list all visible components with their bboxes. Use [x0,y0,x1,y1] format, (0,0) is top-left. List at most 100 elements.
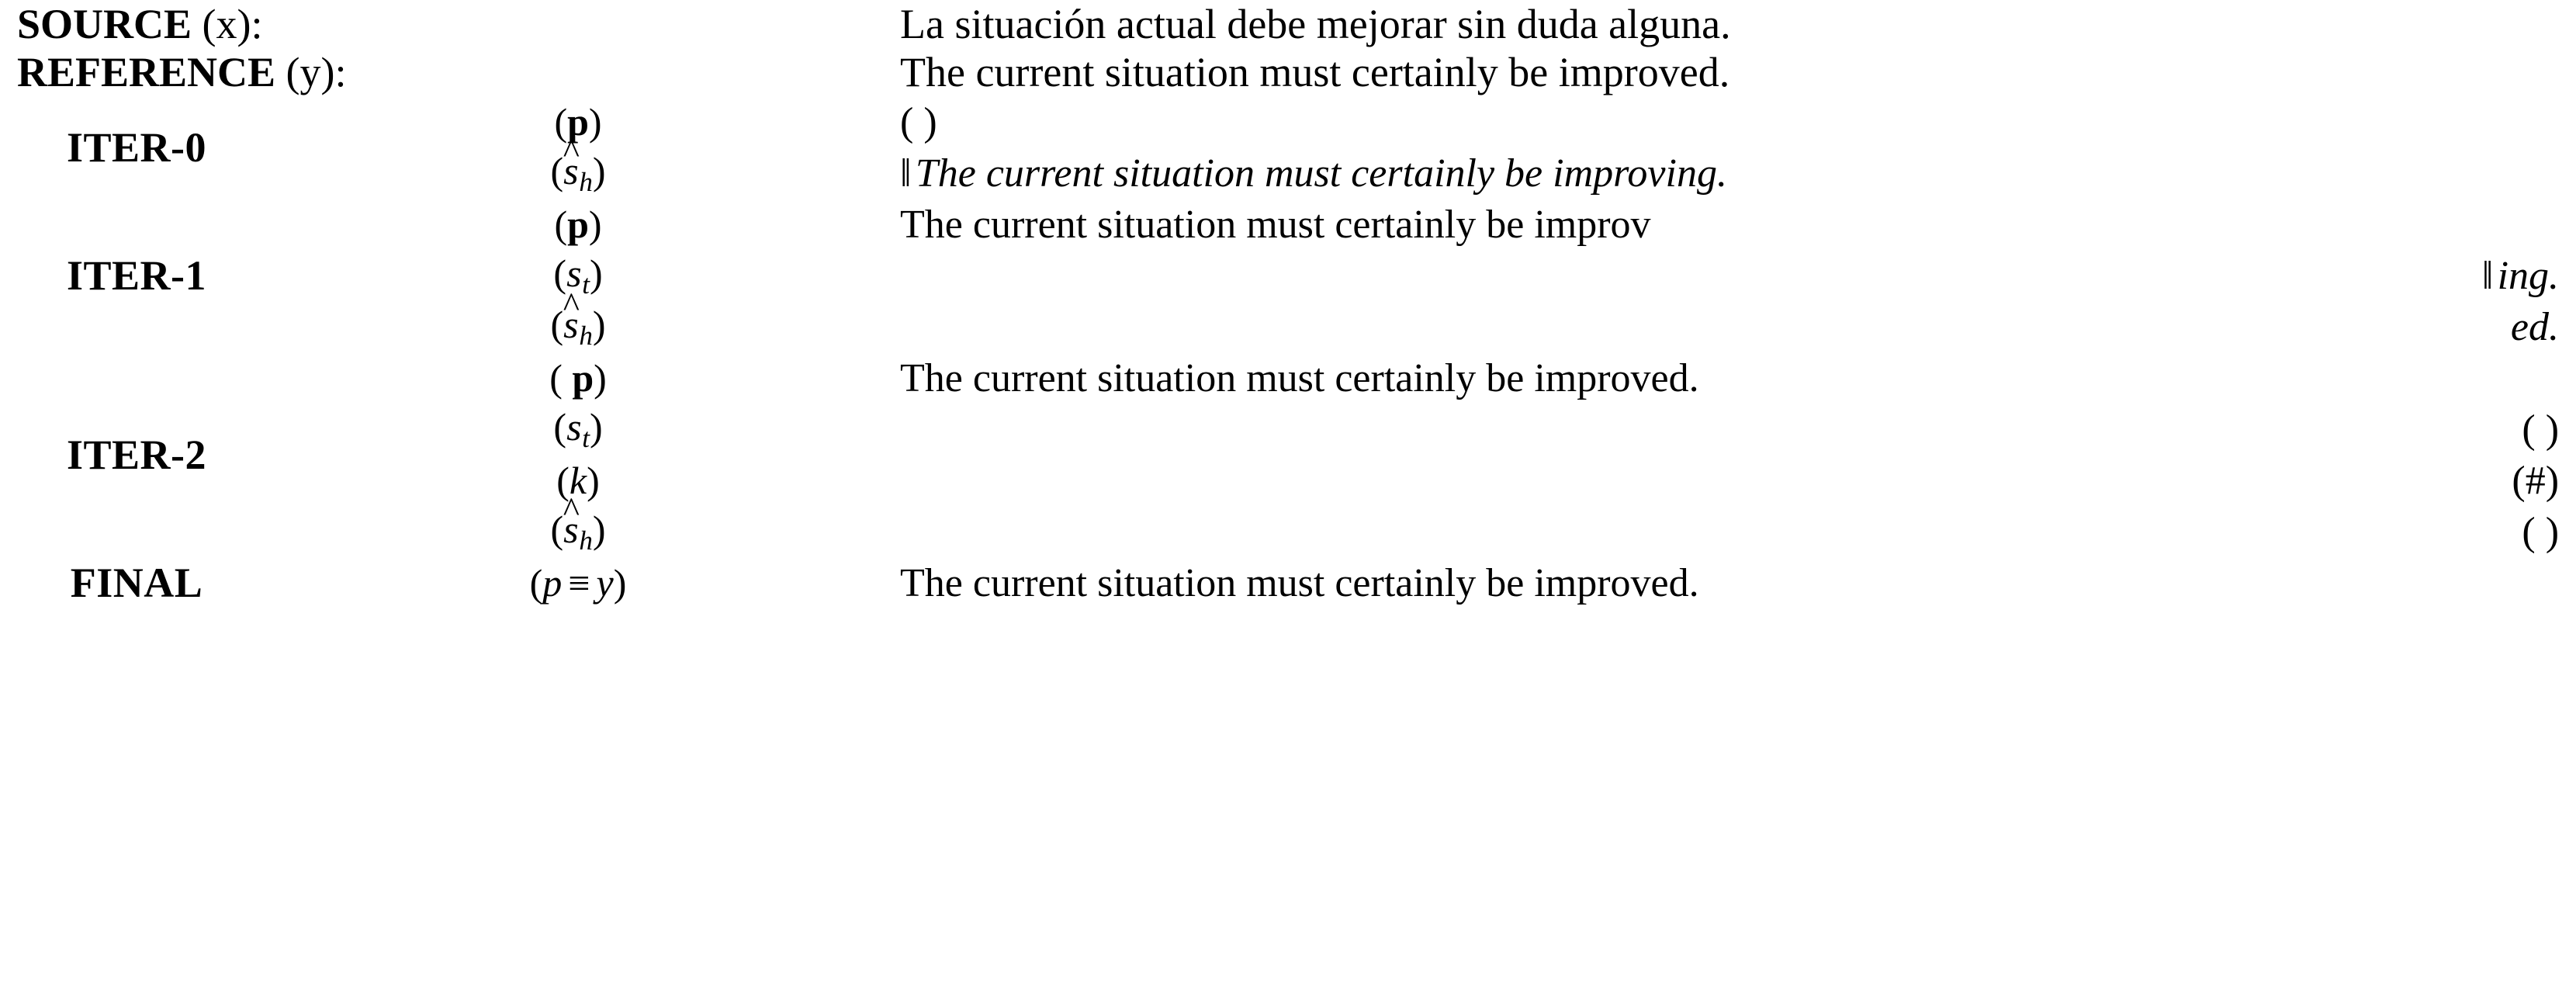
table-row: (^sh) ( ) [17,492,2560,557]
symbol-close: ) [589,404,603,449]
symbol-subscript: t [582,423,590,454]
symbol-body-hat: ^s [563,287,580,347]
content-text: The current situation must certainly be … [900,560,1699,605]
symbol-close: ) [594,356,607,400]
source-text-cell: La situación actual debe mejorar sin dud… [900,0,2559,48]
symbol-cell: ( p) [256,352,900,404]
symbol-body: s [563,302,579,346]
content-text: ing. [2497,253,2560,298]
table-row: (st) ( ) [17,404,2559,455]
symbol-body: p [572,356,594,400]
content-cell: ( ) [900,404,2559,455]
hat-accent-icon: ^ [563,131,580,171]
content-cell: ‖The current situation must certainly be… [900,147,2559,199]
content-cell: The current situation must certainly be … [900,199,2559,250]
band-label-iter-0: ITER-0 [66,124,207,171]
reference-text-cell: The current situation must certainly be … [900,48,2559,96]
content-text: (#) [2512,458,2560,503]
symbol-body: p [542,561,563,605]
symbol-cell: (p≡y) [256,557,900,608]
symbol-close: ) [592,507,606,551]
source-label-strong: SOURCE [17,1,192,47]
band-label-iter-1: ITER-1 [66,252,207,299]
table-row: (k) (#) [17,455,2559,506]
table-row: (st) ‖ing. [17,250,2559,301]
hat-accent-icon: ^ [563,490,580,529]
symbol-cell: (p) [256,96,900,147]
symbol-open: ( [550,302,564,346]
source-text: La situación actual debe mejorar sin dud… [900,1,1731,47]
table-row: (^sh) ed. [17,287,2560,352]
content-cell: ( ) [900,506,2559,557]
source-row: SOURCE (x): La situación actual debe mej… [17,0,2559,48]
content-text: The current situation must certainly be … [900,202,1651,247]
content-text: ( ) [2522,509,2560,554]
symbol-open: ( [550,148,564,192]
symbol-open: ( [554,100,568,144]
table-row: ITER-1 (p) The current situation must ce… [17,199,2559,300]
symbol-close: ) [588,203,602,246]
reference-label-strong: REFERENCE [17,49,276,95]
source-label-light: (x): [192,1,263,47]
symbol-close: ) [613,561,627,605]
symbol-close: ) [589,251,603,295]
symbol-open: ( [550,507,564,551]
symbol-open: ( [553,251,567,295]
symbol-close: ) [587,459,600,502]
band-label-final: FINAL [70,560,203,606]
symbol-cell: (st) [256,404,900,455]
content-cell: The current situation must certainly be … [900,352,2559,404]
hat-accent-icon: ^ [563,285,580,324]
double-bar-icon: ‖ [900,151,912,196]
content-cell: ( ) [900,96,2559,147]
content-cell: (#) [900,455,2559,506]
iteration-table: SOURCE (x): La situación actual debe mej… [17,0,2559,608]
symbol-body-hat: ^s [563,133,580,193]
table-row: ITER-0 (p) ( ) [17,96,2559,172]
symbol-cell: (^sh) [256,133,900,199]
content-text: The current situation must certainly be … [915,151,1727,196]
content-text: ( ) [2522,407,2560,452]
symbol-cell: (k) [256,455,900,506]
symbol-body: p [567,100,589,144]
symbol-close: ) [592,148,606,192]
symbol-cell: (^sh) [256,492,900,557]
symbol-body: s [563,148,579,192]
symbol-body-2: y [596,561,614,605]
symbol-subscript: h [579,167,593,198]
content-cell: ‖ing. [900,250,2559,301]
table-row: FINAL (p≡y) The current situation must c… [17,557,2559,608]
reference-label: REFERENCE (y): [17,48,900,96]
symbol-subscript: t [582,269,590,300]
reference-text: The current situation must certainly be … [900,49,1730,95]
symbol-cell: (st) [256,250,900,301]
table-row: ITER-2 ( p) The current situation must c… [17,352,2559,479]
symbol-open: ( [554,203,568,246]
symbol-body: p [567,203,589,246]
symbol-open: ( [549,356,573,400]
content-cell: ed. [900,301,2559,352]
symbol-cell: (p) [256,199,900,250]
band-label-iter-2: ITER-2 [66,431,207,478]
symbol-subscript: h [579,525,593,556]
symbol-close: ) [592,302,606,346]
symbol-body: s [563,507,579,551]
content-text: The current situation must certainly be … [900,355,1699,400]
source-label: SOURCE (x): [17,0,900,48]
content-text: ( ) [900,99,937,144]
equivalence-icon: ≡ [568,561,590,605]
symbol-open: ( [529,561,543,605]
symbol-close: ) [588,100,602,144]
symbol-body: k [569,459,587,502]
table-row: (^sh) ‖The current situation must certai… [17,133,2559,199]
double-bar-icon: ‖ [2481,253,2494,298]
symbol-subscript: h [579,321,593,352]
symbol-open: ( [553,404,567,449]
symbol-body: s [566,404,582,449]
reference-label-light: (y): [275,49,347,95]
symbol-cell: (^sh) [256,287,900,352]
reference-row: REFERENCE (y): The current situation mus… [17,48,2559,96]
content-text: ed. [2510,304,2560,349]
symbol-body-hat: ^s [563,492,580,552]
